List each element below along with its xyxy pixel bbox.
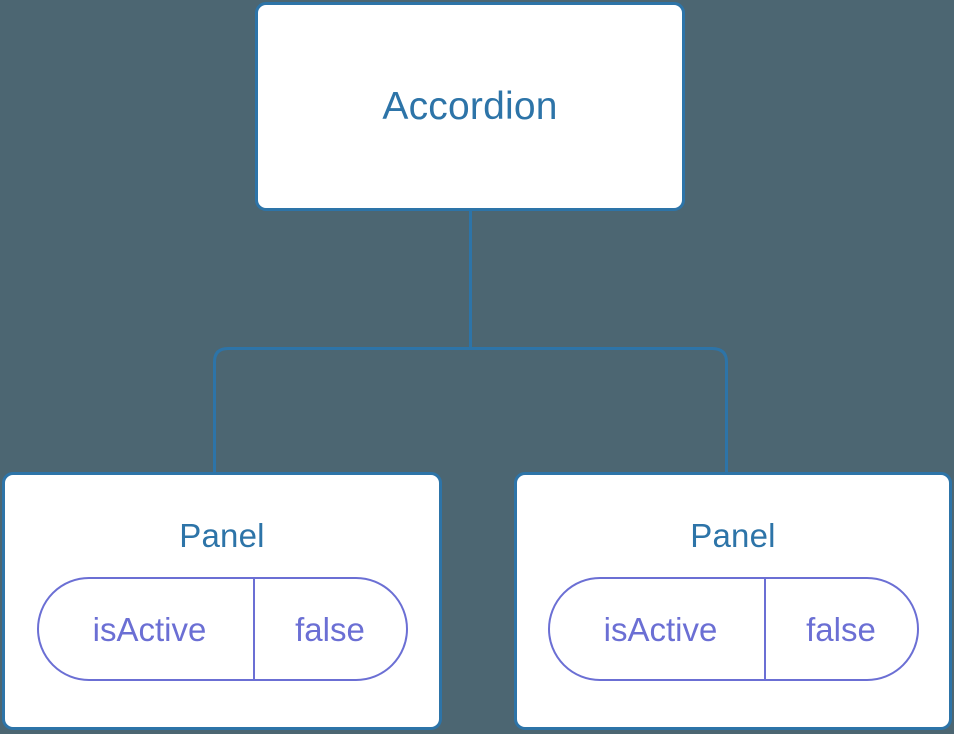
prop-key-right: isActive bbox=[603, 610, 718, 648]
prop-value-right: false bbox=[763, 579, 917, 679]
node-accordion-label: Accordion bbox=[382, 85, 558, 128]
node-panel-right[interactable]: Panel isActive false bbox=[514, 472, 952, 730]
prop-pill-is-active-right[interactable]: isActive false bbox=[547, 577, 919, 681]
node-panel-right-label: Panel bbox=[690, 517, 776, 554]
node-panel-left-label: Panel bbox=[179, 517, 265, 554]
connector-branch-bracket bbox=[213, 347, 728, 472]
prop-key-left: isActive bbox=[92, 610, 207, 648]
prop-value-left: false bbox=[252, 579, 406, 679]
prop-pill-is-active-left[interactable]: isActive false bbox=[36, 577, 408, 681]
node-accordion[interactable]: Accordion bbox=[255, 2, 685, 211]
node-panel-left[interactable]: Panel isActive false bbox=[2, 472, 442, 730]
